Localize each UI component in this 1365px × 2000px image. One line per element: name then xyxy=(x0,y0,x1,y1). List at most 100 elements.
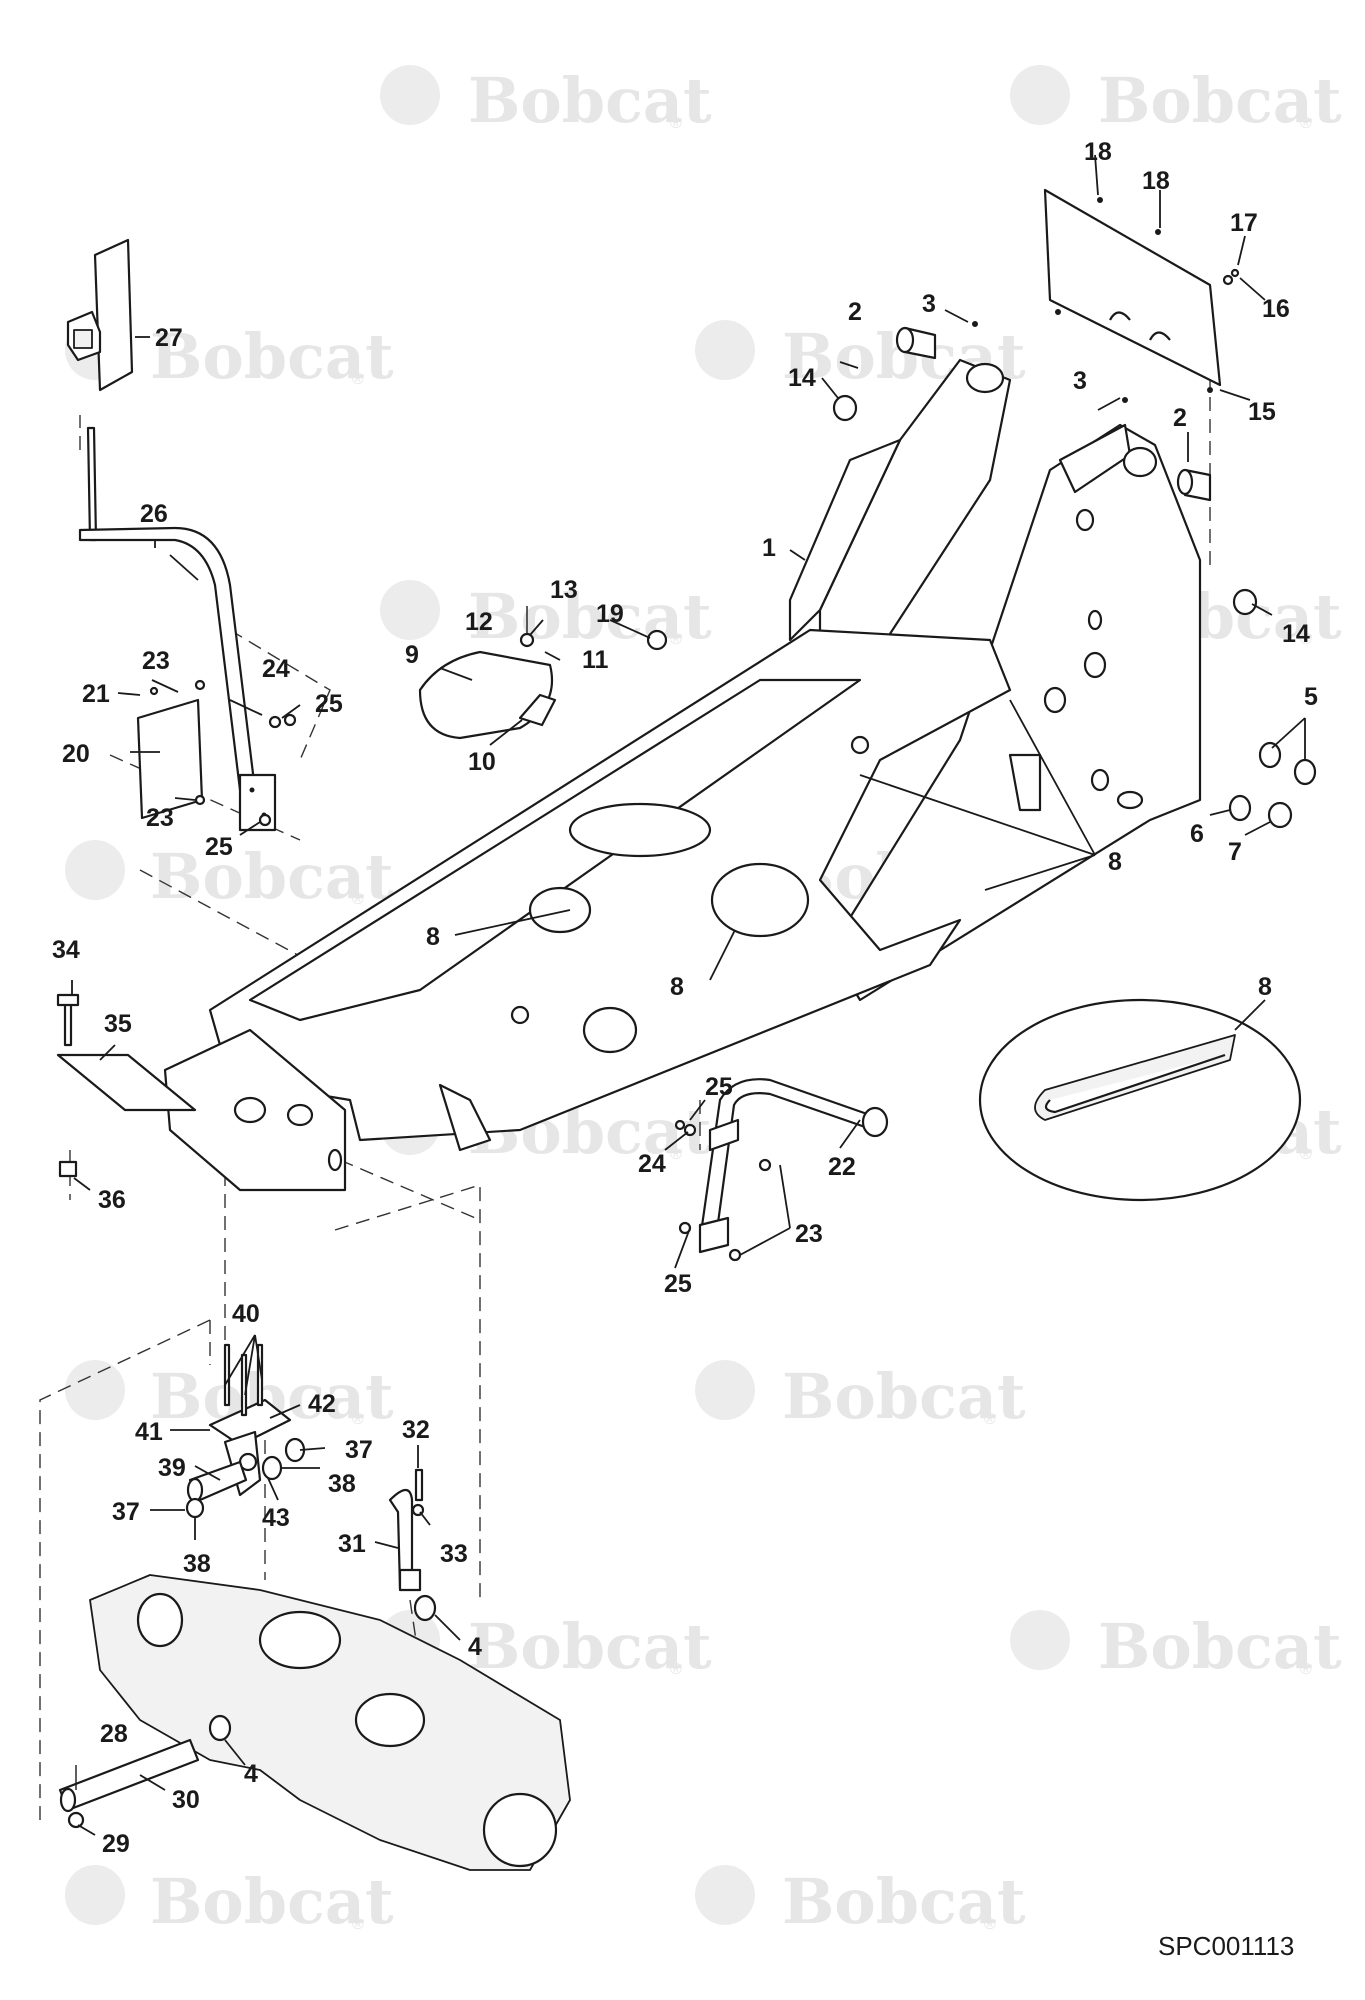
part-27-warning-tag xyxy=(66,238,134,392)
fasteners xyxy=(149,268,1240,1262)
svg-text:®: ® xyxy=(670,631,682,648)
svg-text:Bobcat: Bobcat xyxy=(1098,1610,1342,1683)
callout-14: 14 xyxy=(788,364,816,392)
callout-9: 9 xyxy=(405,641,419,669)
svg-text:®: ® xyxy=(1300,631,1312,648)
callout-18: 18 xyxy=(1084,138,1112,166)
callout-42: 42 xyxy=(308,1390,336,1418)
svg-text:®: ® xyxy=(984,1411,996,1428)
svg-text:Bobcat: Bobcat xyxy=(782,1360,1026,1433)
axle-assembly xyxy=(58,1574,571,1871)
watermark-5: Bobcat ® xyxy=(380,580,712,653)
part-31-bracket xyxy=(388,1468,425,1592)
callout-17: 17 xyxy=(1230,209,1258,237)
svg-text:Bobcat: Bobcat xyxy=(150,320,394,393)
callout-4: 4 xyxy=(468,1633,482,1661)
callout-28: 28 xyxy=(100,1720,128,1748)
callout-3: 3 xyxy=(1073,367,1087,395)
callout-15: 15 xyxy=(1248,398,1276,426)
callout-27: 27 xyxy=(155,324,183,352)
callout-37: 37 xyxy=(345,1436,373,1464)
callout-20: 20 xyxy=(62,740,90,768)
watermark-15: Bobcat ® xyxy=(65,1865,394,1938)
watermark-14: Bobcat ® xyxy=(1010,1610,1342,1683)
callout-24: 24 xyxy=(638,1150,666,1178)
svg-text:Bobcat: Bobcat xyxy=(150,840,394,913)
svg-text:Bobcat: Bobcat xyxy=(468,64,712,137)
callout-30: 30 xyxy=(172,1786,200,1814)
callout-25: 25 xyxy=(315,690,343,718)
part-1-main-frame xyxy=(163,358,1202,1192)
callout-2: 2 xyxy=(1173,404,1187,432)
callout-12: 12 xyxy=(465,608,493,636)
svg-text:®: ® xyxy=(1300,1146,1312,1163)
callout-8: 8 xyxy=(1258,973,1272,1001)
callout-32: 32 xyxy=(402,1416,430,1444)
callout-26: 26 xyxy=(140,500,168,528)
callout-labels: 27 26 23 24 21 25 20 23 25 13 12 19 9 11… xyxy=(52,138,1318,1858)
watermark-12: Bobcat ® xyxy=(695,1360,1026,1433)
svg-text:®: ® xyxy=(1300,115,1312,132)
callout-25: 25 xyxy=(664,1270,692,1298)
callout-8: 8 xyxy=(1108,848,1122,876)
callout-39: 39 xyxy=(158,1454,186,1482)
drawing-code: SPC001113 xyxy=(1158,1931,1294,1961)
axle-mount-assembly xyxy=(185,1343,306,1519)
callout-23: 23 xyxy=(142,647,170,675)
callout-38: 38 xyxy=(328,1470,356,1498)
callout-31: 31 xyxy=(338,1530,366,1558)
watermark-2: Bobcat ® xyxy=(1010,64,1342,137)
callout-4: 4 xyxy=(244,1760,258,1788)
callout-29: 29 xyxy=(102,1830,130,1858)
callout-24: 24 xyxy=(262,655,290,683)
callout-7: 7 xyxy=(1228,838,1242,866)
callout-38: 38 xyxy=(183,1550,211,1578)
callout-23: 23 xyxy=(795,1220,823,1248)
callout-21: 21 xyxy=(82,680,110,708)
callout-35: 35 xyxy=(104,1010,132,1038)
svg-text:®: ® xyxy=(352,891,364,908)
callout-36: 36 xyxy=(98,1186,126,1214)
svg-text:Bobcat: Bobcat xyxy=(1098,64,1342,137)
svg-text:Bobcat: Bobcat xyxy=(468,1610,712,1683)
svg-text:®: ® xyxy=(1300,1661,1312,1678)
callout-3: 3 xyxy=(922,290,936,318)
part-22-grab-handle xyxy=(698,1078,889,1254)
leader-lines xyxy=(71,154,1306,1836)
callout-43: 43 xyxy=(262,1504,290,1532)
part-15-cover-plate xyxy=(1043,188,1222,393)
callout-18: 18 xyxy=(1142,167,1170,195)
svg-text:®: ® xyxy=(352,1411,364,1428)
callout-25: 25 xyxy=(705,1073,733,1101)
callout-40: 40 xyxy=(232,1300,260,1328)
svg-text:®: ® xyxy=(670,115,682,132)
callout-14: 14 xyxy=(1282,620,1310,648)
svg-text:®: ® xyxy=(984,1916,996,1933)
bushings-right xyxy=(1228,741,1317,829)
callout-22: 22 xyxy=(828,1153,856,1181)
detail-view-8 xyxy=(978,998,1302,1202)
callout-1: 1 xyxy=(762,534,776,562)
callout-25: 25 xyxy=(205,833,233,861)
svg-text:Bobcat: Bobcat xyxy=(468,580,712,653)
callout-37: 37 xyxy=(112,1498,140,1526)
svg-text:®: ® xyxy=(352,371,364,388)
watermark-7: Bobcat ® xyxy=(65,840,394,913)
callout-41: 41 xyxy=(135,1418,163,1446)
svg-text:Bobcat: Bobcat xyxy=(782,1865,1026,1938)
svg-text:®: ® xyxy=(670,1146,682,1163)
callout-13: 13 xyxy=(550,576,578,604)
callout-16: 16 xyxy=(1262,295,1290,323)
callout-11: 11 xyxy=(582,646,609,674)
callout-2: 2 xyxy=(848,298,862,326)
callout-23: 23 xyxy=(146,804,174,832)
callout-5: 5 xyxy=(1304,683,1318,711)
callout-10: 10 xyxy=(468,748,496,776)
svg-text:®: ® xyxy=(670,1661,682,1678)
bushings-top xyxy=(832,321,1258,616)
svg-text:®: ® xyxy=(352,1916,364,1933)
watermark-16: Bobcat ® xyxy=(695,1865,1026,1938)
callout-8: 8 xyxy=(426,923,440,951)
